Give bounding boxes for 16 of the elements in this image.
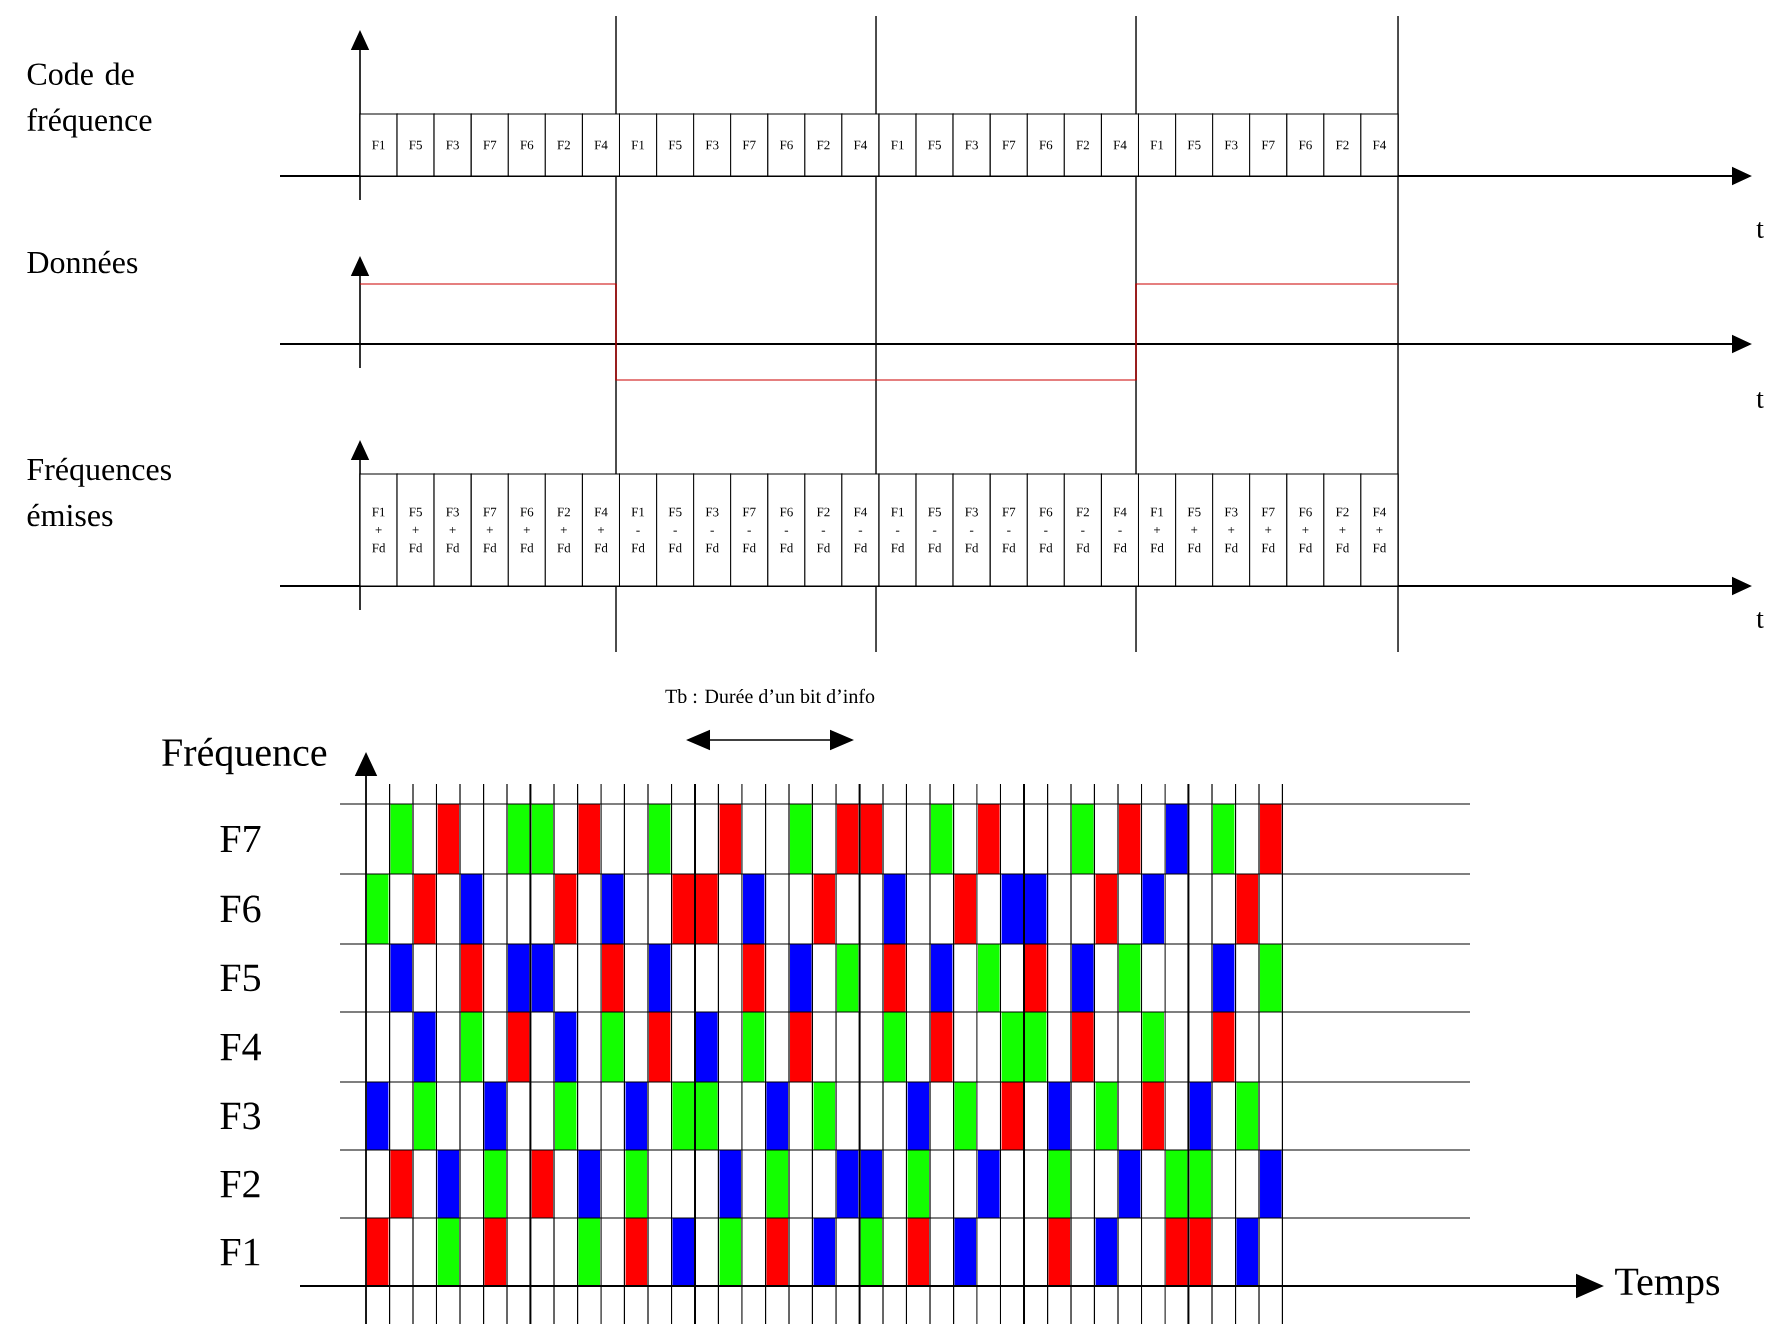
axis-label: t: [1756, 392, 1764, 409]
frequency-label: F7: [220, 825, 261, 853]
axis-label: Fréquence: [162, 737, 327, 775]
frequency-label: F2: [220, 1170, 260, 1198]
dimension-label: Tb : Durée d’un bit d’info: [665, 688, 875, 704]
axis-label: t: [1756, 612, 1764, 629]
frequency-label: F1: [220, 1238, 260, 1266]
frequency-label: F3: [220, 1102, 261, 1130]
axis-label: Code de fréquence: [27, 62, 152, 138]
axis-label: Fréquences émises: [27, 457, 171, 527]
axis-label: Temps: [1615, 1268, 1720, 1304]
frequency-label: F5: [220, 964, 261, 992]
axis-label: t: [1756, 222, 1764, 239]
axis-label: Données: [27, 250, 138, 274]
frequency-label: F6: [220, 895, 261, 923]
frequency-label: F4: [220, 1033, 261, 1061]
